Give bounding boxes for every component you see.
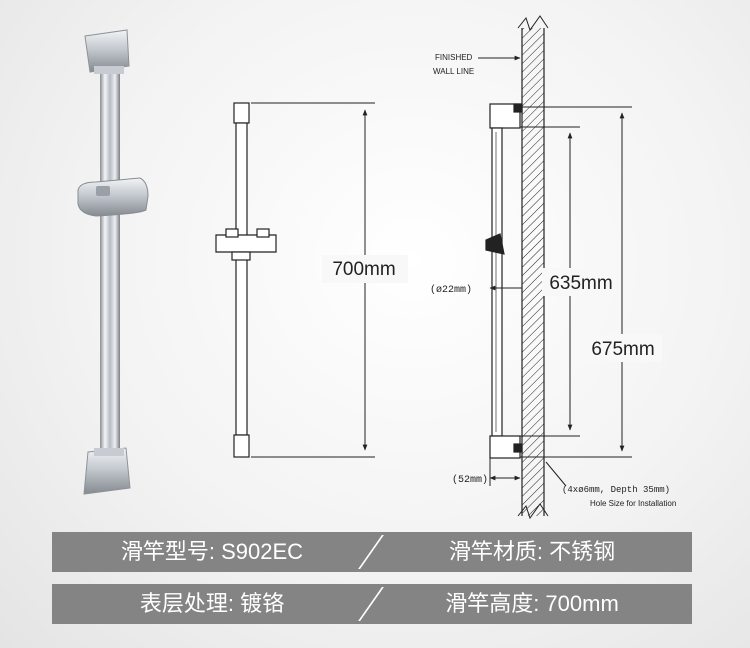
length-label: 700mm [332,259,395,280]
side-rail [485,103,523,459]
product-photo [77,29,149,495]
diameter-label: (ø22mm) [430,284,472,296]
hole-spec-label: (4xø6mm, Depth 35mm) [562,485,670,495]
outer-center-label: 675mm [591,339,654,360]
top-bracket [84,29,130,73]
hole-caption: Hole Size for Installation [590,499,676,508]
spec-row-1: 滑竿型号: S902EC 滑竿材质: 不锈钢 [52,532,692,572]
slider-holder [77,177,149,217]
spec-height: 滑竿高度: 700mm [445,591,619,616]
spec-material: 滑竿材质: 不锈钢 [448,539,616,564]
dimension-lines-side [520,106,632,458]
inner-center-label: 635mm [549,273,612,294]
hole-leader [545,461,567,487]
spec-model: 滑竿型号: S902EC [120,539,304,564]
spec-finish: 表层处理: 镀铬 [139,591,285,616]
wall-line-text-2: WALL LINE [433,67,474,76]
wall-section [517,15,549,520]
front-view [215,102,277,458]
wall-line-text-1: FINISHED [435,53,473,62]
rail-pole [100,48,120,480]
offset-label: (52mm) [452,474,488,486]
spec-row-2: 表层处理: 镀铬 滑竿高度: 700mm [52,584,692,624]
